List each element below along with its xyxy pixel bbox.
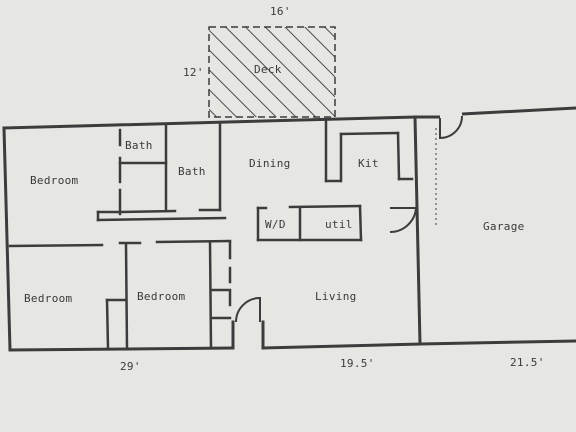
door-swing-garage-entry xyxy=(389,207,418,234)
room-label-garage: Garage xyxy=(483,220,525,233)
wall-laundry-top-b xyxy=(288,204,362,209)
dimension-mid: 19.5' xyxy=(340,357,375,370)
wall-kitchen-counter-top xyxy=(339,131,400,136)
wall-bottom-left xyxy=(8,346,235,352)
wall-bedroom-divider-left xyxy=(8,243,104,248)
deck-depth-dimension: 12' xyxy=(183,66,204,79)
door-swing-front xyxy=(235,296,261,323)
wall-top xyxy=(2,115,417,130)
wall-left xyxy=(2,126,12,352)
wall-bedroom2-right xyxy=(208,240,213,350)
room-label-wd: W/D xyxy=(265,218,286,231)
room-label-bath-1: Bath xyxy=(125,139,153,152)
garage-wall-bottom xyxy=(419,339,576,346)
deck-hatching xyxy=(209,27,335,117)
room-label-bedroom-bottom-mid: Bedroom xyxy=(137,290,186,303)
wall-laundry-right xyxy=(358,204,363,242)
room-label-kitchen: Kit xyxy=(358,157,379,170)
dimension-left: 29' xyxy=(120,360,141,373)
deck xyxy=(208,26,336,118)
garage-wall-top-b xyxy=(461,106,576,116)
deck-width-dimension: 16' xyxy=(270,5,291,18)
wall-house-garage xyxy=(413,115,422,346)
room-label-bath-2: Bath xyxy=(178,165,206,178)
room-label-dining: Dining xyxy=(249,157,291,170)
room-label-util: util xyxy=(325,218,353,231)
wall-bottom-right xyxy=(261,342,422,350)
room-label-living: Living xyxy=(315,290,357,303)
wall-closet-b xyxy=(118,209,177,214)
dimension-right: 21.5' xyxy=(510,356,545,369)
deck-outline xyxy=(208,26,336,118)
door-swings xyxy=(235,115,463,323)
room-label-bedroom-top-left: Bedroom xyxy=(30,174,79,187)
wall-bedroom-divider-right xyxy=(155,239,232,244)
interior-walls xyxy=(8,118,414,350)
wall-bedroom-split xyxy=(124,243,129,350)
garage-walls xyxy=(415,106,576,346)
wall-closet-e xyxy=(105,298,110,350)
wall-kitchen-counter-right xyxy=(396,131,401,181)
house-walls xyxy=(2,115,422,352)
room-label-bedroom-bottom-left: Bedroom xyxy=(24,292,73,305)
door-swing-garage-top xyxy=(439,115,463,140)
wall-hall-top xyxy=(96,216,227,222)
deck-label: Deck xyxy=(254,63,282,76)
